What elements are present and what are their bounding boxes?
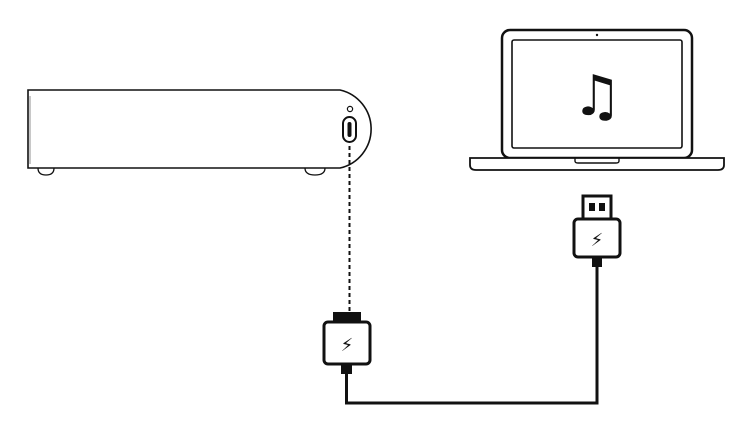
usb-a-contact-right	[599, 203, 605, 211]
usb-c-strain-relief	[341, 364, 352, 374]
usb-a-contact-left	[589, 203, 595, 211]
music-note-icon: ♫	[572, 64, 622, 129]
speaker-usb-c-port-inner	[347, 122, 352, 137]
speaker-indicator-light	[346, 105, 354, 113]
speaker	[27, 89, 372, 176]
lightning-bolt-icon: ⚡	[341, 335, 354, 356]
usb-cable	[345, 267, 599, 405]
lightning-bolt-icon: ⚡	[591, 230, 604, 251]
usb-a-plug: ⚡	[572, 194, 622, 267]
laptop-hinge-notch	[574, 158, 620, 164]
laptop-screen	[511, 39, 683, 149]
usb-a-strain-relief	[592, 257, 602, 267]
usb-c-plug: ⚡	[322, 312, 372, 374]
laptop-base	[469, 157, 725, 171]
laptop-camera	[595, 33, 599, 37]
speaker-foot-left	[37, 167, 55, 176]
laptop: ♫	[469, 28, 725, 171]
speaker-foot-right	[304, 167, 326, 176]
speaker-body	[27, 89, 372, 169]
